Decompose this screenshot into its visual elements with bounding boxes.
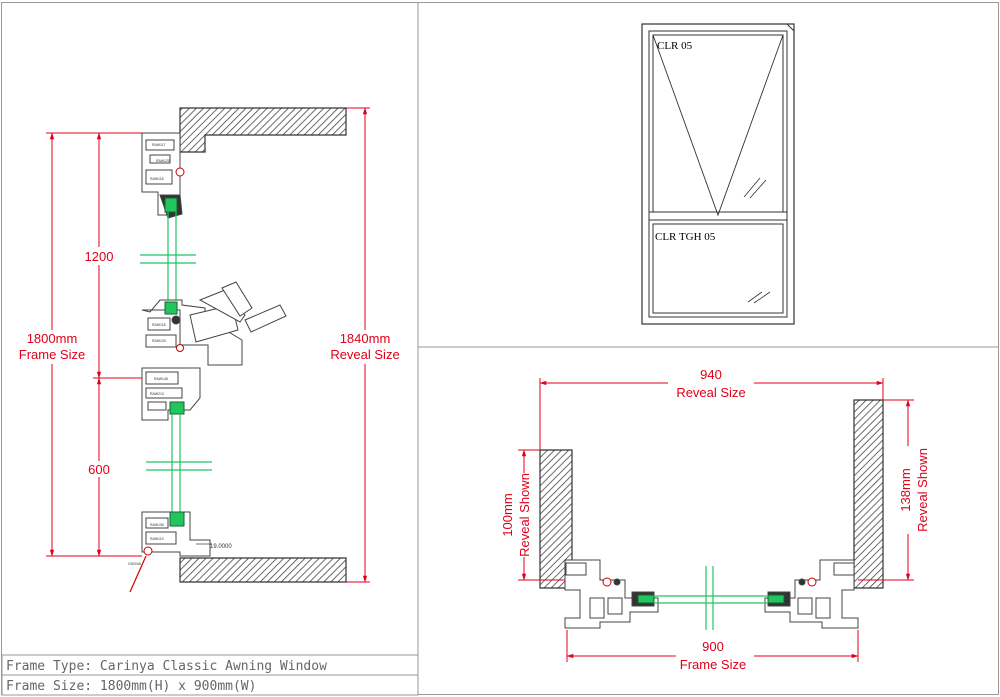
frame-size-value: 1800mm	[27, 331, 78, 346]
svg-text:RAW148: RAW148	[154, 377, 168, 381]
top-pane-label: CLR 05	[657, 40, 693, 52]
svg-text:RAW210: RAW210	[150, 392, 164, 396]
right-reveal-value: 138mm	[898, 468, 913, 511]
left-reveal-label: Reveal Shown	[517, 473, 532, 557]
vertical-section: RAW117 RAW120 RAW118	[14, 107, 404, 593]
sill-of-upper-profile	[141, 367, 201, 421]
svg-text:RAW118: RAW118	[152, 323, 166, 327]
transom-profile	[141, 281, 287, 366]
bottom-pane-label: CLR TGH 05	[655, 231, 716, 243]
plan-frame-size-value: 900	[702, 639, 724, 654]
glass-reflection-marks	[743, 177, 771, 304]
plan-glass	[654, 566, 768, 630]
reveal-size-label: Reveal Size	[330, 347, 399, 362]
frame-size-label: Frame Size	[19, 347, 85, 362]
head-wall	[179, 107, 347, 153]
right-reveal-label: Reveal Shown	[915, 448, 930, 532]
svg-text:RAW120: RAW120	[156, 159, 170, 163]
sill-frame-profile	[129, 511, 211, 593]
plan-section: 940 Reveal Size 900 Frame Size 100mm Rev…	[498, 366, 930, 672]
svg-text:RAW119: RAW119	[150, 537, 164, 541]
awning-opening-indicator	[652, 34, 784, 217]
svg-text:GS0046: GS0046	[128, 562, 141, 566]
lower-glass	[146, 414, 212, 512]
svg-text:RAW118: RAW118	[150, 177, 164, 181]
dim-600: 600	[88, 462, 110, 477]
svg-text:RAW106: RAW106	[150, 523, 164, 527]
title-block: Frame Type: Carinya Classic Awning Windo…	[1, 654, 419, 696]
svg-text:RAW117: RAW117	[152, 143, 166, 147]
frame-type-text: Frame Type: Carinya Classic Awning Windo…	[6, 659, 327, 674]
upper-glass	[140, 212, 196, 305]
svg-text:RAW120: RAW120	[152, 339, 166, 343]
plan-reveal-size-label: Reveal Size	[676, 385, 745, 400]
dim-small-label: 19.0000	[210, 544, 232, 550]
left-reveal-value: 100mm	[500, 493, 515, 536]
reveal-size-value: 1840mm	[340, 331, 391, 346]
right-jamb-wall	[853, 399, 884, 589]
head-frame-profile	[141, 132, 185, 219]
frame-size-text: Frame Size: 1800mm(H) x 900mm(W)	[6, 679, 256, 694]
left-jamb-profile	[564, 559, 659, 629]
window-elevation: CLR 05 CLR TGH 05	[641, 23, 795, 325]
right-jamb-profile	[764, 559, 859, 629]
sill-wall	[179, 557, 347, 583]
plan-reveal-size-value: 940	[700, 367, 722, 382]
plan-frame-size-label: Frame Size	[680, 657, 746, 672]
dim-1200: 1200	[85, 249, 114, 264]
